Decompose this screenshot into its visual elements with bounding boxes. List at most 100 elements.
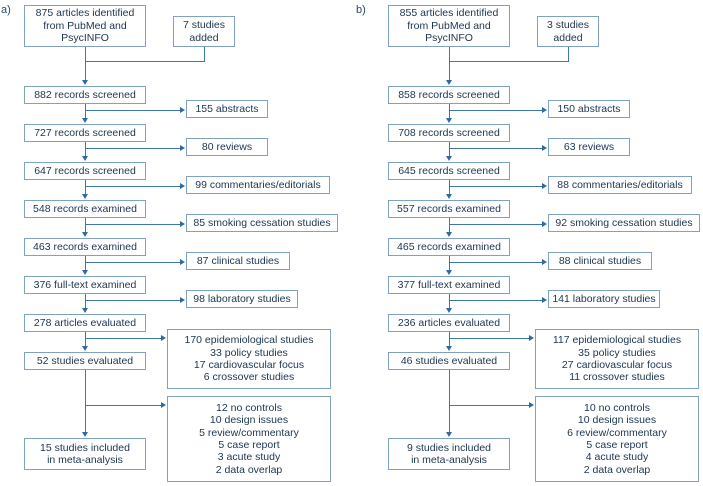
exclusion-reason-5: 4 acute study [585, 451, 649, 464]
category-line-3: 17 cardiovascular focus [193, 359, 305, 371]
arrow-down-7 [81, 346, 88, 351]
panel-a-exclusion-box-6: 98 laboratory studies [186, 290, 298, 308]
exclusion-label: 98 laboratory studies [193, 292, 291, 305]
branch-line-5 [449, 262, 542, 263]
arrow-down-final [81, 432, 88, 437]
panel-b-exclusion-box-5: 88 clinical studies [548, 252, 652, 270]
panel-a-final-box: 15 studies included in meta-analysis [24, 438, 146, 470]
branch-line-4 [85, 224, 180, 225]
arrow-down-5 [81, 270, 88, 275]
category-line-3: 27 cardiovascular focus [561, 359, 673, 371]
branch-arrow-5 [542, 258, 547, 265]
spine-seg-2 [449, 142, 450, 156]
branch-line-exclusions [85, 405, 161, 406]
branch-arrow-categories [529, 334, 534, 341]
panel-a-exclusion-box-1: 155 abstracts [186, 100, 268, 118]
connector-source-down [449, 47, 450, 61]
spine-seg-6 [85, 294, 86, 308]
arrow-down-2 [445, 156, 452, 161]
arrow-into-step-1 [81, 80, 88, 85]
spine-seg-3 [449, 180, 450, 194]
branch-arrow-3 [542, 182, 547, 189]
spine-seg-4 [449, 218, 450, 232]
arrow-down-4 [81, 232, 88, 237]
branch-arrow-1 [542, 106, 547, 113]
exclusion-label: 88 clinical studies [558, 254, 642, 267]
panel-b-source-box: 855 articles identified from PubMed and … [388, 5, 510, 47]
panel-b-step-box-1: 858 records screened [388, 86, 510, 104]
evaluated-label: 46 studies evaluated [400, 354, 498, 367]
branch-arrow-6 [542, 296, 547, 303]
panel-a-step-box-1: 882 records screened [24, 86, 146, 104]
panel-a-step-box-5: 463 records examined [24, 238, 146, 256]
exclusion-reason-1: 10 no controls [584, 401, 650, 414]
arrow-down-1 [445, 118, 452, 123]
branch-arrow-5 [180, 258, 185, 265]
panel-b-exclusion-box-3: 88 commentaries/editorials [548, 176, 692, 194]
connector-merge [449, 61, 569, 62]
final-line-2: in meta-analysis [411, 454, 487, 466]
panel-a-evaluated-box: 52 studies evaluated [24, 352, 146, 370]
panel-a-source-box: 875 articles identified from PubMed and … [24, 5, 146, 47]
panel-b-exclusion-box-2: 63 reviews [548, 138, 630, 156]
category-line-1: 117 epidemiological studies [552, 334, 682, 347]
final-line-2: in meta-analysis [47, 454, 123, 466]
panel-a-exclusion-box-5: 87 clinical studies [186, 252, 290, 270]
branch-line-6 [85, 300, 180, 301]
step-label: 557 records examined [397, 202, 501, 215]
branch-line-5 [85, 262, 180, 263]
step-label: 708 records screened [398, 126, 500, 139]
spine-seg-1 [85, 104, 86, 118]
panel-a-exclusion-box-4: 85 smoking cessation studies [186, 214, 338, 232]
branch-arrow-4 [180, 220, 185, 227]
branch-line-categories [85, 338, 161, 339]
arrow-into-step-1 [445, 80, 452, 85]
connector-added-down [568, 47, 569, 61]
step-label: 377 full-text examined [397, 278, 501, 291]
branch-line-6 [449, 300, 542, 301]
step-label: 463 records examined [33, 240, 137, 253]
panel-b-label: b) [356, 4, 366, 16]
final-line-1: 15 studies included [40, 441, 130, 454]
exclusion-label: 88 commentaries/editorials [557, 178, 683, 191]
connector-added-down [204, 47, 205, 61]
branch-arrow-1 [180, 106, 185, 113]
spine-seg-3 [85, 180, 86, 194]
category-line-2: 33 policy studies [210, 346, 288, 359]
panel-b-exclusion-box-1: 150 abstracts [548, 100, 630, 118]
panel-a-step-box-3: 647 records screened [24, 162, 146, 180]
exclusion-label: 92 smoking cessation studies [555, 216, 693, 229]
branch-arrow-6 [180, 296, 185, 303]
category-line-1: 170 epidemiological studies [184, 334, 314, 347]
branch-line-4 [449, 224, 542, 225]
exclusion-reason-2: 10 design issues [577, 414, 657, 427]
step-label: 465 records examined [397, 240, 501, 253]
connector-merge-down [85, 61, 86, 80]
panel-b-exclusion-box-6: 141 laboratory studies [548, 290, 660, 308]
panel-a-categories-box: 170 epidemiological studies 33 policy st… [167, 329, 331, 389]
branch-line-categories [449, 338, 529, 339]
exclusion-label: 155 abstracts [195, 102, 259, 115]
panel-b-step-box-5: 465 records examined [388, 238, 510, 256]
step-label: 882 records screened [34, 88, 136, 101]
panel-b-step-box-2: 708 records screened [388, 124, 510, 142]
spine-seg-6 [449, 294, 450, 308]
arrow-down-6 [445, 308, 452, 313]
exclusion-reason-3: 5 review/commentary [199, 426, 299, 439]
panel-b-added-box: 3 studies added [537, 16, 599, 47]
step-label: 858 records screened [398, 88, 500, 101]
connector-merge-down [449, 61, 450, 80]
spine-seg-2 [85, 142, 86, 156]
panel-a-exclusions-box: 12 no controls 10 design issues 5 review… [167, 396, 331, 482]
panel-a-step-box-4: 548 records examined [24, 200, 146, 218]
connector-source-down [85, 47, 86, 61]
exclusion-reason-4: 5 case report [218, 439, 280, 451]
arrow-down-2 [81, 156, 88, 161]
spine-seg-5 [449, 256, 450, 270]
added-line-2: added [189, 31, 219, 44]
source-line-1: 875 articles identified [35, 7, 135, 20]
arrow-down-4 [445, 232, 452, 237]
step-label: 548 records examined [33, 202, 137, 215]
added-line-1: 3 studies [546, 19, 590, 32]
branch-arrow-categories [161, 334, 166, 341]
